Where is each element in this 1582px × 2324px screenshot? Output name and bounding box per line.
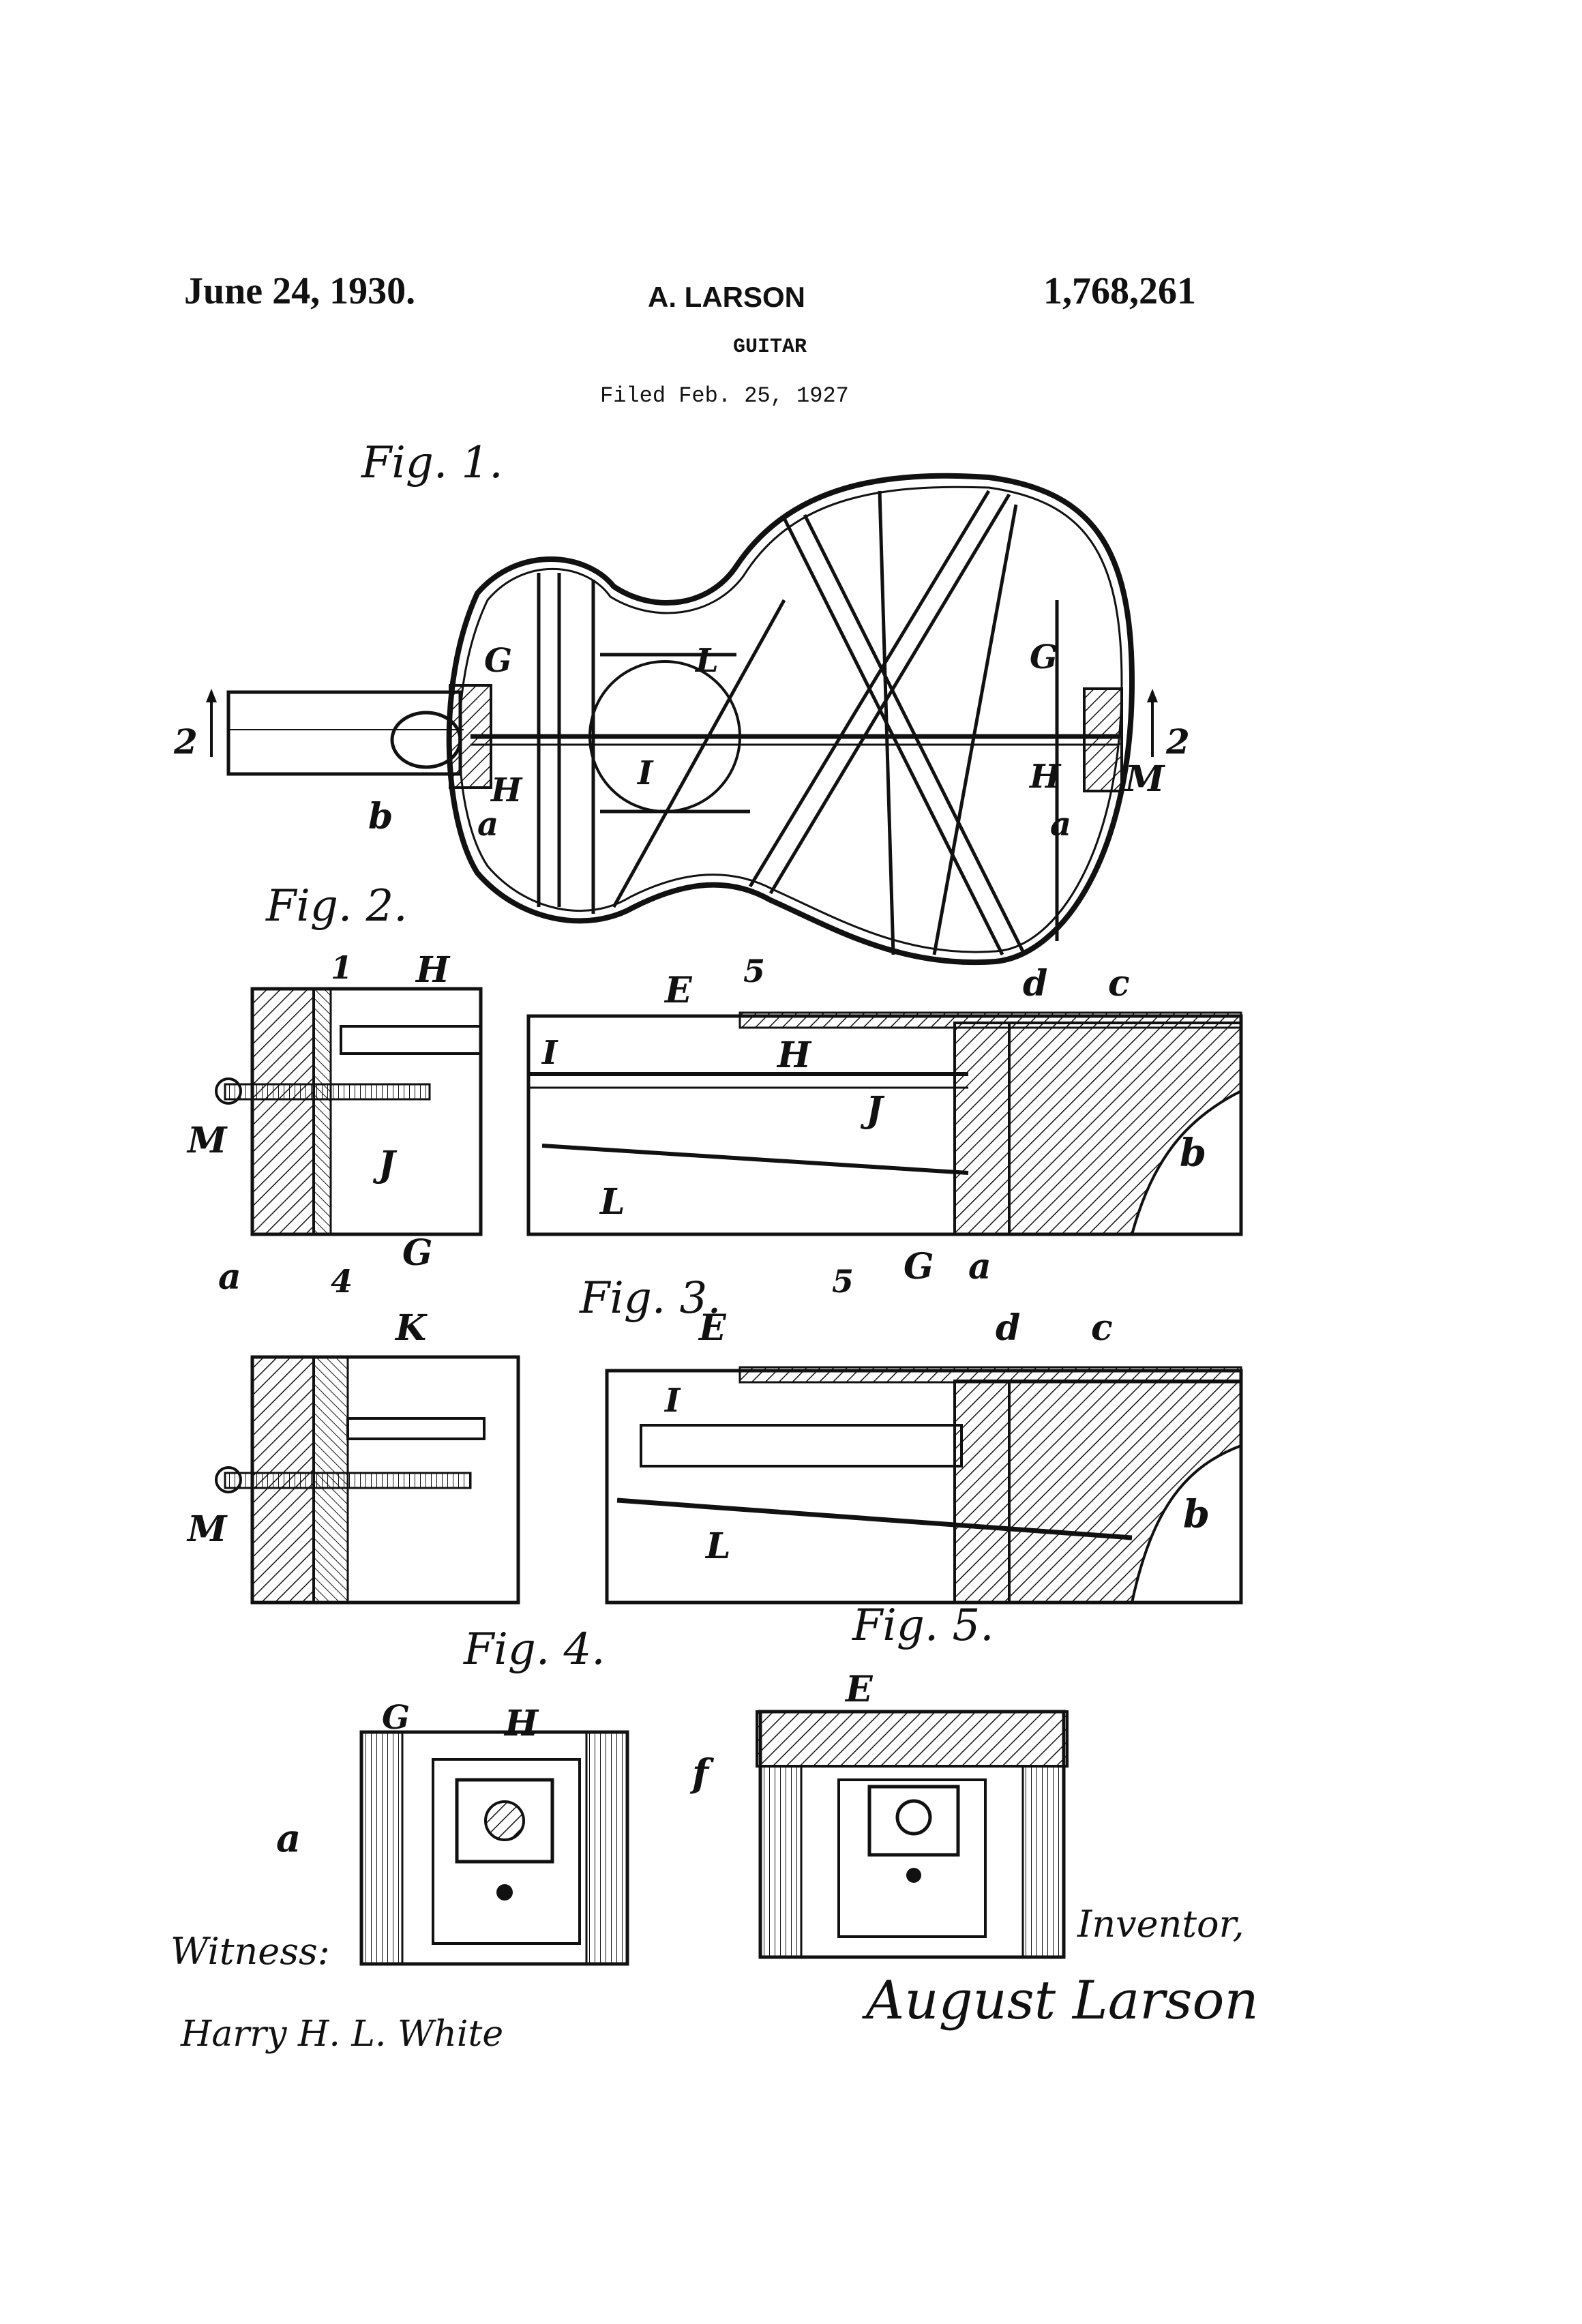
filing-date: Filed Feb. 25, 1927 xyxy=(600,383,849,408)
fig3-label-I: I xyxy=(663,1382,681,1420)
guitar-neck xyxy=(226,690,462,776)
fig2-label-E: E xyxy=(663,970,693,1011)
figure-3: Fig. 3. K M E d c I L b xyxy=(186,1273,1243,1605)
bracing xyxy=(537,490,1059,956)
fig4-label: Fig. 4. xyxy=(463,1624,606,1675)
section-mark-2-right: 2 xyxy=(1165,721,1190,762)
fig2-label-H: H xyxy=(415,949,451,991)
figure-5: Fig. 5. E f xyxy=(689,1600,1069,1959)
patent-title: GUITAR xyxy=(733,336,807,359)
fig3-label-E: E xyxy=(698,1307,727,1349)
fig3-label-M: M xyxy=(186,1508,228,1550)
fig3-label-c: c xyxy=(1091,1307,1113,1349)
fig2-label-J-right: J xyxy=(860,1089,885,1131)
fig2-label-1: 1 xyxy=(331,949,353,986)
label-a-right: a xyxy=(1050,805,1071,844)
guitar-body-outline xyxy=(446,473,1135,966)
inventor-name: A. LARSON xyxy=(648,281,805,313)
fig2-label-5-bottom: 5 xyxy=(832,1263,854,1300)
label-H: H xyxy=(490,771,523,809)
fig2-label-M: M xyxy=(186,1120,228,1161)
inventor-signature: August Larson xyxy=(862,1970,1259,2031)
inventor-label: Inventor, xyxy=(1077,1903,1244,1946)
fig4-label-a: a xyxy=(276,1816,301,1861)
fig4-label-H: H xyxy=(503,1703,539,1744)
guitar-body-inner-outline xyxy=(458,486,1123,953)
label-L: L xyxy=(694,642,719,680)
fig2-label-a: a xyxy=(218,1256,241,1298)
fig2-label-b: b xyxy=(1180,1131,1206,1176)
fig2-label-G-right: G xyxy=(904,1246,934,1287)
fig3-label-L: L xyxy=(704,1525,731,1567)
label-a: a xyxy=(477,805,498,844)
figure-1: Fig. 1. xyxy=(173,438,1190,966)
fig5-label: Fig. 5. xyxy=(852,1600,994,1651)
patent-number: 1,768,261 xyxy=(1043,270,1196,312)
fig4-label-G: G xyxy=(382,1699,410,1737)
figure-4: Fig. 4. G H a xyxy=(276,1624,629,1966)
fig3-label-d: d xyxy=(996,1307,1020,1349)
fig2-label-a-right: a xyxy=(968,1246,991,1287)
fig5-label-E: E xyxy=(844,1669,874,1710)
patent-date: June 24, 1930. xyxy=(184,270,416,312)
fig5-label-f: f xyxy=(689,1751,715,1796)
section-mark-2-left: 2 xyxy=(173,721,198,762)
fig2-label-J: J xyxy=(372,1144,398,1185)
fig3-label-b: b xyxy=(1183,1492,1210,1537)
witness-label: Witness: xyxy=(170,1930,330,1973)
tail-block xyxy=(1083,687,1123,792)
label-G-right: G xyxy=(1030,638,1058,676)
signatures: Witness: Harry H. L. White Inventor, Aug… xyxy=(170,1903,1259,2055)
fig3-label-K: K xyxy=(394,1307,428,1349)
fig2-label-d: d xyxy=(1023,963,1047,1004)
label-I: I xyxy=(636,754,654,792)
fig2-label-L: L xyxy=(599,1181,625,1223)
fig2-label-c: c xyxy=(1108,963,1130,1004)
witness-signature: Harry H. L. White xyxy=(180,2014,503,2055)
label-H-right: H xyxy=(1028,758,1062,796)
fig2-label-H-right: H xyxy=(776,1034,812,1076)
fig3-label: Fig. 3. xyxy=(579,1273,721,1324)
fig2-label-4: 4 xyxy=(331,1263,353,1300)
fig2-label-5: 5 xyxy=(743,953,765,989)
label-G: G xyxy=(484,642,512,680)
fig2-label: Fig. 2. xyxy=(265,881,408,932)
label-b: b xyxy=(368,796,393,837)
fig1-label: Fig. 1. xyxy=(361,438,503,488)
fig2-label-I: I xyxy=(541,1034,558,1072)
label-M: M xyxy=(1124,758,1165,800)
fig2-label-G: G xyxy=(402,1232,432,1274)
figure-2: Fig. 2. 1 H J M a 4 G E 5 d c I H J L b … xyxy=(186,881,1243,1300)
